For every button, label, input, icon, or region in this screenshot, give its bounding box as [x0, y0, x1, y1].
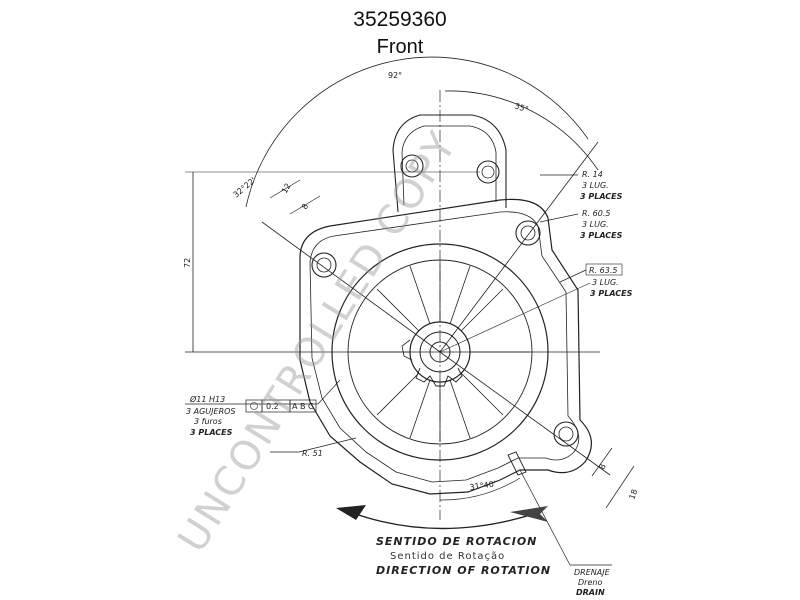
drain-slot	[507, 451, 527, 476]
top-ear-inner	[401, 125, 497, 206]
lug-hole-right	[515, 220, 541, 246]
dim-12-label: 12	[280, 182, 293, 195]
r51-leader	[298, 437, 357, 453]
shaft	[429, 341, 451, 363]
r605-en: 3 PLACES	[580, 231, 623, 240]
hole-callout-leader-angle	[317, 379, 341, 405]
radial-line-right	[439, 282, 591, 353]
dim-18-line	[605, 465, 635, 509]
dim-8b-line	[591, 447, 613, 477]
radial-line-left	[261, 221, 441, 353]
radial-line-bottom	[439, 351, 611, 476]
r635-es: 3 LUG.	[592, 278, 619, 287]
tolerance-frame	[245, 399, 317, 413]
r605-value: R. 60.5	[582, 209, 610, 218]
lug-hole-bottom	[553, 421, 579, 447]
spokes	[350, 262, 530, 442]
dim-8b-label: 8	[597, 463, 607, 471]
lug-hole-top-right-inner	[481, 165, 495, 179]
watermark: UNCONTROLLED COPY	[169, 123, 466, 560]
dim-12-line	[269, 179, 301, 199]
pilot-ring-outer	[331, 243, 549, 461]
rotation-en: DIRECTION OF ROTATION	[376, 564, 551, 577]
tolerance-value: 0.2	[266, 402, 279, 411]
lug-hole-right-inner	[520, 225, 536, 241]
rotation-arrow-path	[349, 511, 541, 530]
angle-right-label: 35°	[513, 101, 529, 114]
hole-pt: 3 furos	[194, 417, 222, 426]
angle-top-label: 92°	[388, 71, 402, 80]
pinion-gear	[415, 367, 463, 387]
r14-en: 3 PLACES	[580, 192, 623, 201]
lug-hole-top-left-inner	[405, 159, 419, 173]
hub-outer	[409, 321, 471, 383]
hole-es: 3 AGUJEROS	[186, 407, 236, 416]
r14-es: 3 LUG.	[582, 181, 609, 190]
drain-leader	[519, 469, 571, 566]
rotation-pt: Sentido de Rotação	[390, 551, 505, 562]
r635-value: R. 63.5	[589, 266, 617, 275]
angle-left-label: 32°22'	[232, 176, 258, 200]
lug-hole-top-right	[476, 160, 500, 184]
angle-arc-top	[245, 56, 589, 208]
lug-hole-left	[311, 252, 337, 278]
hub-inner	[419, 331, 461, 373]
r605-leader	[539, 213, 579, 223]
tolerance-datums: A B C	[292, 402, 314, 411]
rotation-arrow-head	[336, 505, 366, 520]
drain-en: DRAIN	[576, 588, 605, 597]
rotation-es: SENTIDO DE ROTACION	[376, 535, 537, 548]
lug-hole-top-left	[400, 154, 424, 178]
angle-bottom-label: 31°40'	[469, 479, 497, 492]
dim-18-label: 18	[627, 488, 639, 501]
pinion-gear-left	[401, 339, 413, 361]
r605-es: 3 LUG.	[582, 220, 609, 229]
r14-value: R. 14	[582, 170, 603, 179]
drain-es: DRENAJE	[574, 568, 611, 577]
lug-hole-left-inner	[316, 257, 332, 273]
r635-leader	[559, 269, 587, 283]
hole-en: 3 PLACES	[190, 428, 233, 437]
drain-pt: Dreno	[578, 578, 602, 587]
top-ear-outline	[392, 114, 507, 213]
part-number: 35259360	[353, 8, 447, 31]
radial-line-top	[439, 141, 599, 353]
r51-label: R. 51	[302, 449, 323, 458]
dim-8-line	[289, 195, 321, 215]
pilot-ring-inner	[347, 259, 533, 445]
angle-arc-bottom	[439, 477, 521, 501]
dim-8-label: 8	[300, 202, 310, 211]
angle-arc-right	[444, 90, 599, 171]
r635-box	[585, 263, 623, 276]
rotation-arrow-fletch	[510, 506, 548, 522]
hole-spec: Ø11 H13	[189, 394, 225, 404]
r635-en: 3 PLACES	[590, 289, 633, 298]
dim-72-label: 72	[183, 258, 192, 268]
view-label: Front	[376, 36, 424, 58]
lug-hole-bottom-inner	[558, 426, 574, 442]
